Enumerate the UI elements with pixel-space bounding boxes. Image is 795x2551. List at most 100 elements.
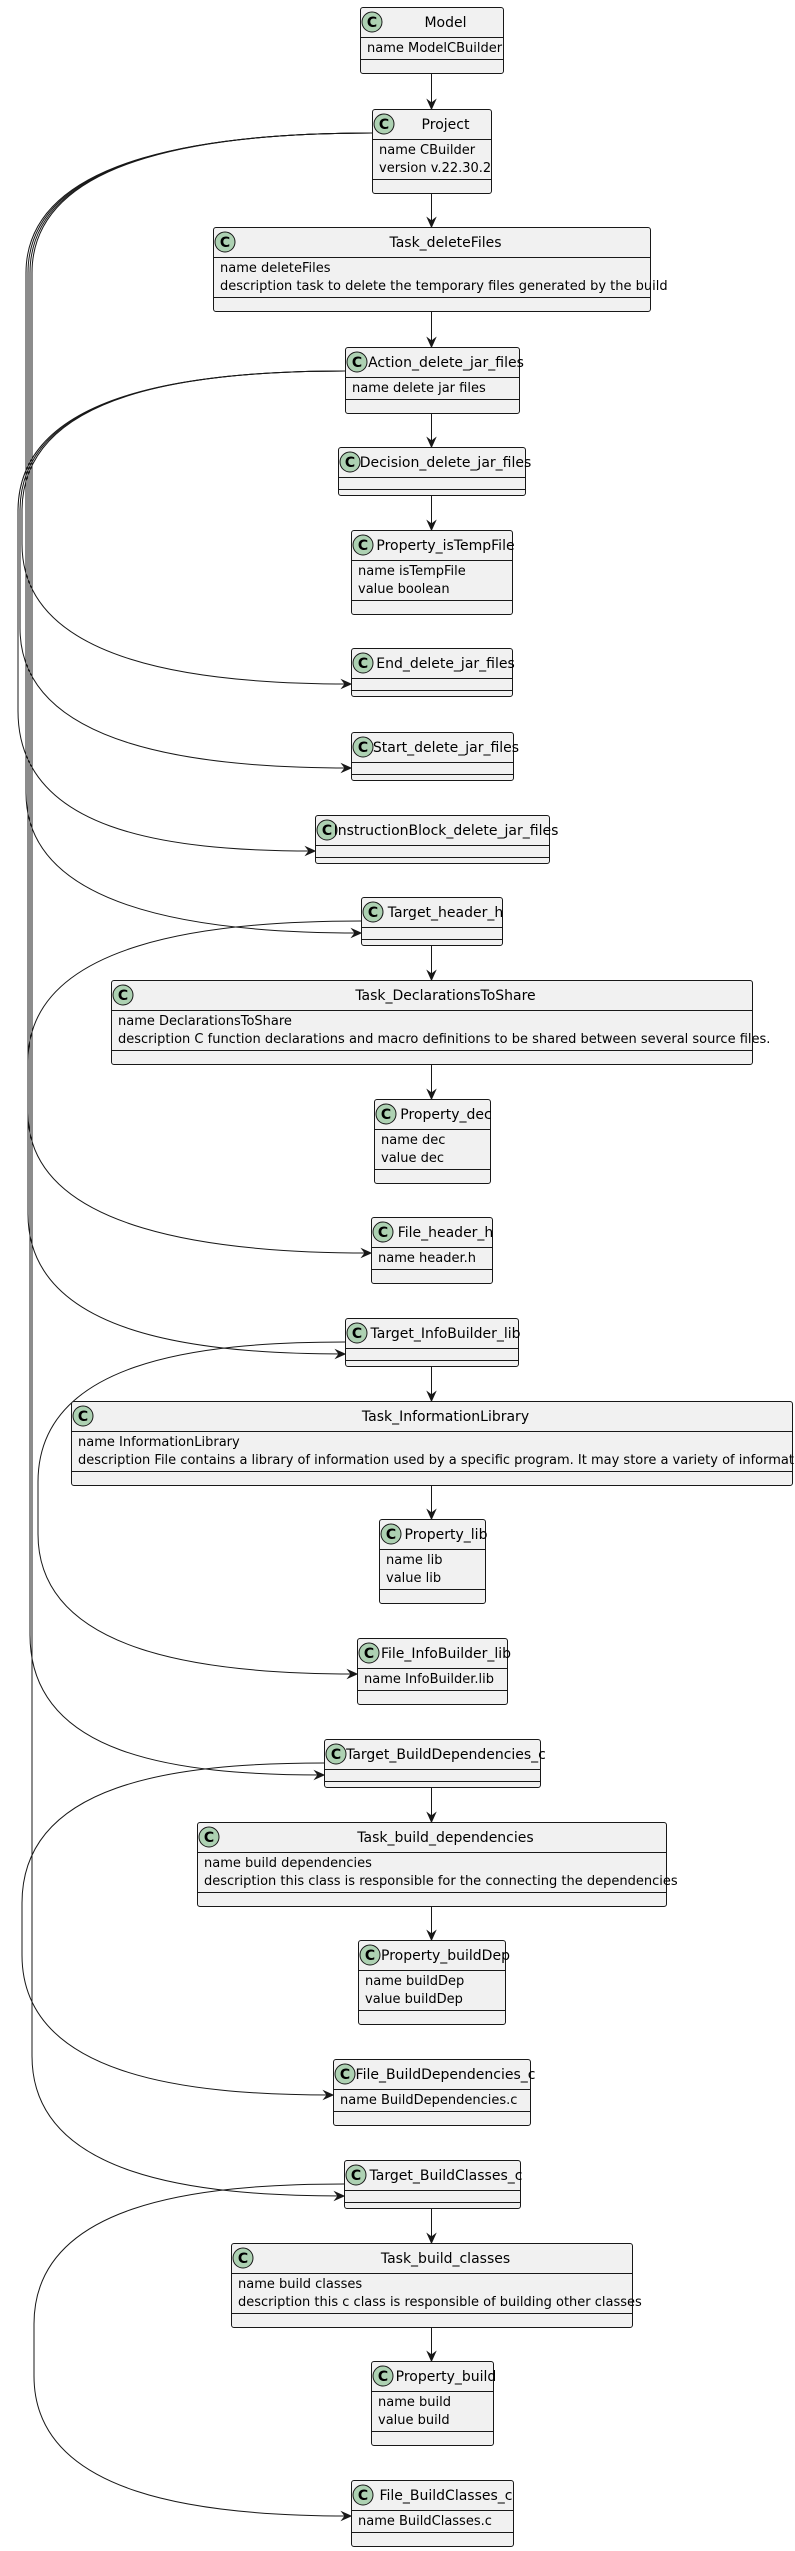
class-stereotype-icon: [372, 1221, 394, 1243]
edge-task-declarationstoshare-to-property-dec: [426, 1065, 437, 1101]
edge-line: [27, 132, 373, 1355]
arrow-head: [426, 1508, 437, 1521]
arrow-head: [360, 1247, 373, 1259]
edge-layer: [17, 74, 437, 2522]
edge-decision-delete-jar-files-to-property-istempfile: [426, 496, 437, 532]
edge-line: [17, 370, 346, 852]
class-attribute: name build classes: [238, 2277, 362, 2292]
class-stereotype-glyph: C: [367, 15, 377, 31]
class-box: [315, 815, 550, 864]
arrow-head: [426, 1811, 437, 1824]
class-stereotype-icon: [214, 231, 236, 253]
class-attribute: name DeclarationsToShare: [118, 1014, 292, 1029]
class-box: [197, 1822, 667, 1907]
class-stereotype-icon: [352, 534, 374, 556]
class-stereotype-icon: [359, 1944, 381, 1966]
class-name: Start_delete_jar_files: [373, 740, 519, 756]
edge-task-deletefiles-to-action-delete-jar-files: [426, 312, 437, 349]
class-stereotype-glyph: C: [378, 2369, 388, 2385]
arrow-head: [426, 1088, 437, 1101]
edge-action-delete-jar-files-to-decision-delete-jar-files: [426, 414, 437, 449]
class-stereotype-icon: [112, 984, 134, 1006]
class-name: Property_isTempFile: [376, 538, 514, 554]
edge-target-header-h-to-task-declarationstoshare: [426, 946, 437, 982]
edge-line: [37, 1341, 356, 1675]
class-stereotype-glyph: C: [220, 235, 230, 251]
class-stereotype-icon: [373, 113, 395, 135]
edge-target-builddependencies-c-to-file-builddependencies-c: [21, 1762, 335, 2101]
edge-model-to-project: [426, 74, 437, 111]
class-stereotype-glyph: C: [358, 740, 368, 756]
class-stereotype-icon: [380, 1523, 402, 1545]
edge-line: [33, 2183, 350, 2517]
class-stereotype-glyph: C: [365, 1948, 375, 1964]
class-name: File_header_h: [398, 1225, 494, 1241]
class-box: [371, 2361, 494, 2446]
class-stereotype-glyph: C: [78, 1409, 88, 1425]
edge-line: [21, 1762, 332, 2096]
class-name: End_delete_jar_files: [376, 656, 515, 672]
class-attribute: value boolean: [358, 582, 450, 597]
class-box: [379, 1519, 486, 1604]
edge-line: [21, 370, 350, 685]
class-stereotype-glyph: C: [331, 1747, 341, 1763]
edge-target-buildclasses-c-to-file-buildclasses-c: [33, 2183, 353, 2522]
class-attribute: name BuildDependencies.c: [340, 2093, 517, 2108]
class-stereotype-glyph: C: [381, 1107, 391, 1123]
class-box: [324, 1739, 541, 1788]
class-box: [345, 347, 520, 414]
class-stereotype-glyph: C: [352, 355, 362, 371]
arrow-head: [313, 1769, 326, 1781]
class-box: [374, 1099, 491, 1184]
class-name: Decision_delete_jar_files: [360, 455, 532, 471]
class-stereotype-icon: [362, 901, 384, 923]
class-name: Task_deleteFiles: [388, 235, 501, 251]
class-stereotype-icon: [352, 2484, 374, 2506]
class-stereotype-icon: [345, 2164, 367, 2186]
class-name: Task_InformationLibrary: [361, 1409, 529, 1425]
class-name: Property_build: [396, 2369, 497, 2385]
class-stereotype-glyph: C: [358, 656, 368, 672]
class-name: Target_header_h: [387, 905, 504, 921]
class-stereotype-glyph: C: [379, 117, 389, 133]
arrow-head: [426, 336, 437, 349]
class-stereotype-glyph: C: [351, 2168, 361, 2184]
class-stereotype-icon: [316, 819, 338, 841]
class-stereotype-icon: [372, 2365, 394, 2387]
class-name: Property_buildDep: [381, 1948, 510, 1964]
arrow-head: [340, 2510, 353, 2522]
class-attribute: name deleteFiles: [220, 261, 331, 276]
class-stereotype-glyph: C: [118, 988, 128, 1004]
class-name: Project: [422, 117, 470, 133]
class-attribute: name BuildClasses.c: [358, 2514, 492, 2529]
class-name: Action_delete_jar_files: [368, 355, 524, 371]
arrow-head: [304, 845, 317, 857]
class-stereotype-icon: [232, 2247, 254, 2269]
class-attribute: description this c class is responsible …: [238, 2295, 642, 2310]
class-box: [344, 2160, 521, 2209]
class-attribute: description C function declarations and …: [118, 1032, 770, 1047]
class-stereotype-icon: [375, 1103, 397, 1125]
edge-line: [19, 370, 350, 769]
class-stereotype-glyph: C: [322, 823, 332, 839]
class-name: Task_build_dependencies: [356, 1830, 533, 1846]
class-stereotype-icon: [339, 451, 361, 473]
class-name: Task_build_classes: [380, 2251, 510, 2267]
class-attribute: description File contains a library of i…: [78, 1453, 795, 1468]
arrow-head: [340, 762, 353, 774]
arrow-head: [426, 2350, 437, 2363]
class-stereotype-glyph: C: [368, 905, 378, 921]
class-attribute: name delete jar files: [352, 381, 486, 396]
class-stereotype-icon: [352, 736, 374, 758]
